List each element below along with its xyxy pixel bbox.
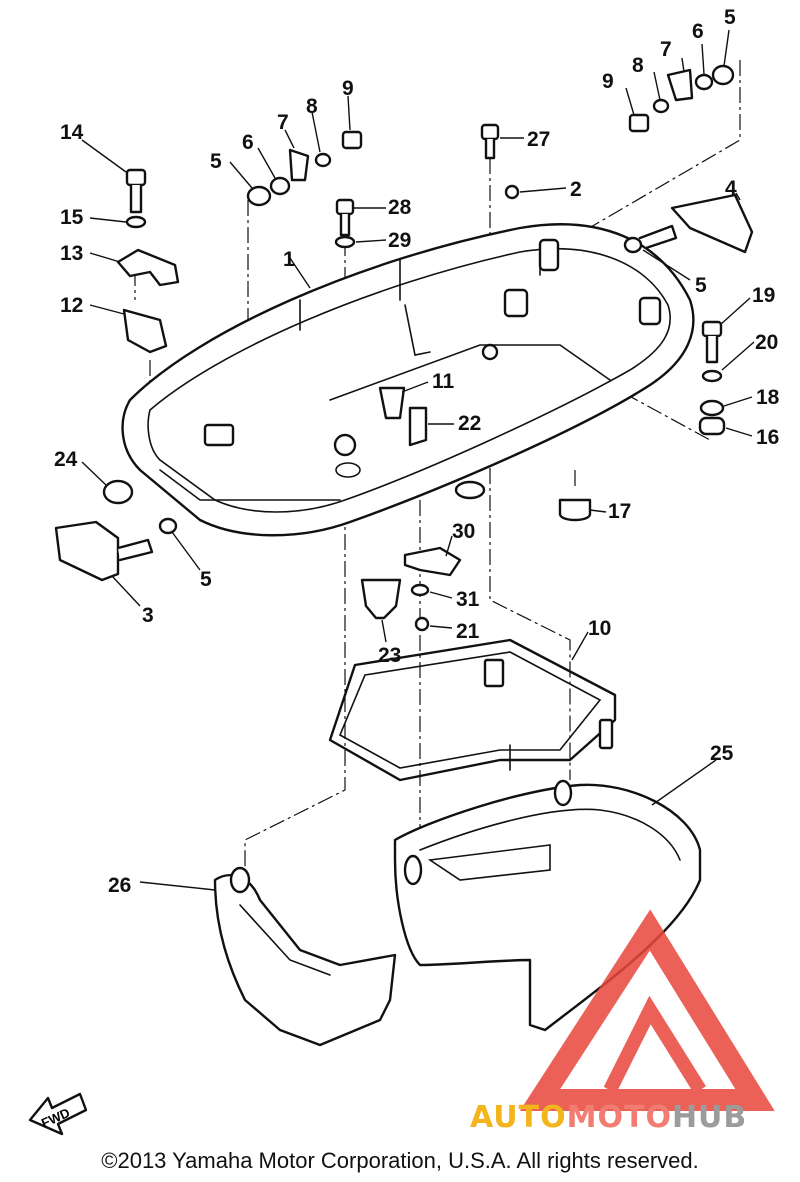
callout-label: 1 bbox=[283, 248, 295, 271]
callout-label: 8 bbox=[632, 54, 644, 77]
callout-label: 31 bbox=[456, 588, 480, 611]
callout-label: 6 bbox=[242, 131, 254, 154]
callout-label: 13 bbox=[60, 242, 83, 265]
callout-label: 2 bbox=[570, 178, 582, 201]
callout-label: 18 bbox=[756, 386, 780, 409]
callout-label: 15 bbox=[60, 206, 84, 229]
fwd-arrow: FWD bbox=[28, 1092, 88, 1136]
callout-label: 21 bbox=[456, 620, 480, 643]
callout-label: 6 bbox=[692, 20, 704, 43]
watermark-part: MOTO bbox=[566, 1100, 672, 1135]
callout-label: 5 bbox=[724, 6, 736, 29]
side-cover-left bbox=[213, 866, 397, 1047]
callout-label: 20 bbox=[755, 331, 778, 354]
callout-label: 8 bbox=[306, 95, 318, 118]
callout-label: 26 bbox=[108, 874, 131, 897]
callout-label: 25 bbox=[710, 742, 734, 765]
cowling-frame bbox=[328, 638, 617, 782]
callout-label: 22 bbox=[458, 412, 481, 435]
hardware-parts bbox=[54, 64, 754, 632]
callout-label: 10 bbox=[588, 617, 611, 640]
automotohub-logo-icon bbox=[519, 909, 775, 1111]
callout-label: 11 bbox=[432, 370, 455, 393]
callout-label: 16 bbox=[756, 426, 779, 449]
copyright-notice: ©2013 Yamaha Motor Corporation, U.S.A. A… bbox=[101, 1148, 699, 1173]
callout-label: 27 bbox=[527, 128, 550, 151]
watermark-part: HUB bbox=[671, 1100, 748, 1135]
callout-label: 12 bbox=[60, 294, 83, 317]
watermark-text: AUTOMOTOHUB bbox=[470, 1100, 747, 1135]
callout-label: 7 bbox=[277, 111, 289, 134]
callout-label: 17 bbox=[608, 500, 631, 523]
callout-label: 30 bbox=[452, 520, 475, 543]
callout-label: 9 bbox=[342, 77, 354, 100]
callout-label: 5 bbox=[200, 568, 212, 591]
callout-label: 4 bbox=[725, 177, 737, 200]
leader-lines bbox=[81, 29, 755, 891]
callout-label: 9 bbox=[602, 70, 614, 93]
callout-label: 24 bbox=[54, 448, 78, 471]
callout-label: 23 bbox=[378, 644, 401, 667]
side-cover-right bbox=[393, 779, 702, 1032]
watermark-part: AUTO bbox=[470, 1100, 567, 1135]
callout-label: 29 bbox=[388, 229, 411, 252]
callout-label: 3 bbox=[142, 604, 154, 627]
callout-label: 5 bbox=[210, 150, 222, 173]
callout-label: 7 bbox=[660, 38, 672, 61]
bottom-cowling bbox=[121, 223, 695, 537]
callout-labels: 1 2 3 4 5 5 5 5 6 6 7 7 8 8 9 9 10 11 12… bbox=[54, 6, 780, 897]
callout-label: 5 bbox=[695, 274, 707, 297]
callout-label: 14 bbox=[60, 121, 84, 144]
callout-label: 19 bbox=[752, 284, 775, 307]
callout-label: 28 bbox=[388, 196, 412, 219]
